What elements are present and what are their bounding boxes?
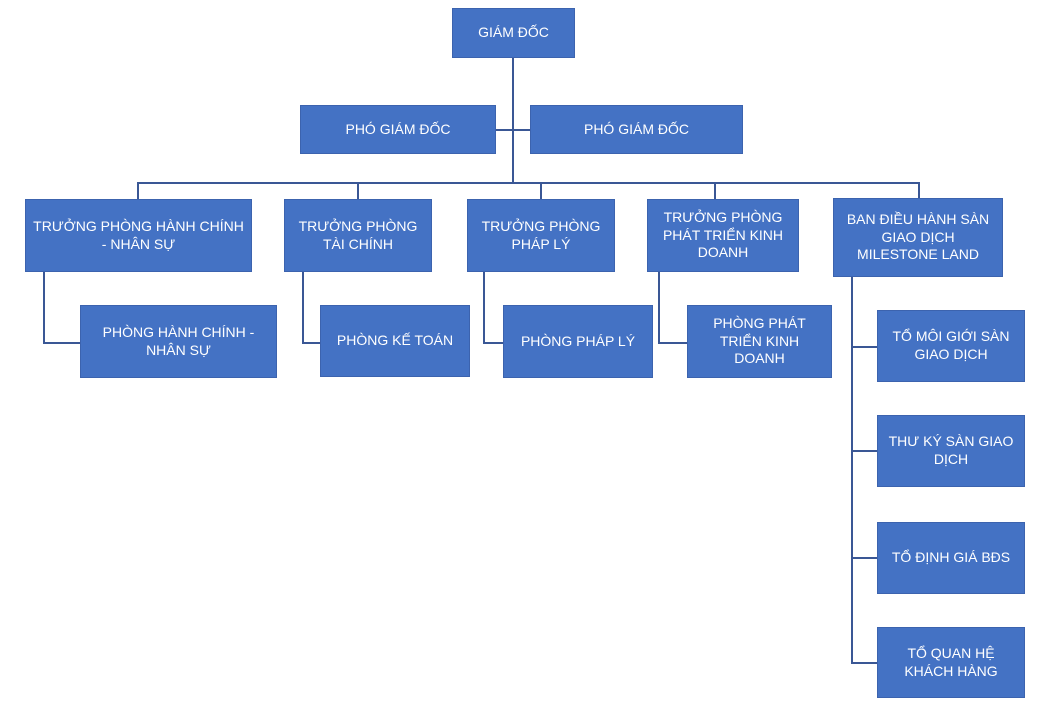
elbow-h-team-1	[851, 346, 877, 348]
org-node-admin-hr-dept: PHÒNG HÀNH CHÍNH - NHÂN SỰ	[80, 305, 277, 378]
elbow-h-team-3	[851, 557, 877, 559]
elbow-h-team-2	[851, 450, 877, 452]
elbow-v-child-2	[302, 272, 304, 344]
org-node-head-finance: TRƯỞNG PHÒNG TÀI CHÍNH	[284, 199, 432, 272]
org-node-legal-dept: PHÒNG PHÁP LÝ	[503, 305, 653, 378]
elbow-h-child-4	[658, 342, 687, 344]
stub-dept-4	[714, 182, 716, 199]
stub-dept-1	[137, 182, 139, 199]
org-node-head-admin-hr: TRƯỞNG PHÒNG HÀNH CHÍNH - NHÂN SỰ	[25, 199, 252, 272]
spine-line-board	[851, 277, 853, 664]
org-node-deputy-director-2: PHÓ GIÁM ĐỐC	[530, 105, 743, 154]
org-node-brokerage-team: TỔ MÔI GIỚI SÀN GIAO DỊCH	[877, 310, 1025, 382]
level3-bus-line	[137, 182, 920, 184]
stub-dept-2	[357, 182, 359, 199]
elbow-h-child-2	[302, 342, 320, 344]
stub-dept-5	[918, 182, 920, 198]
org-node-accounting-dept: PHÒNG KẾ TOÁN	[320, 305, 470, 377]
trunk-line	[512, 58, 514, 184]
org-node-business-development-dept: PHÒNG PHÁT TRIỂN KINH DOANH	[687, 305, 832, 378]
org-node-head-legal: TRƯỞNG PHÒNG PHÁP LÝ	[467, 199, 615, 272]
deputy-connector-line	[496, 129, 530, 131]
elbow-v-child-4	[658, 272, 660, 344]
elbow-v-child-3	[483, 272, 485, 344]
org-node-customer-relations-team: TỔ QUAN HỆ KHÁCH HÀNG	[877, 627, 1025, 698]
org-node-trading-floor-board: BAN ĐIỀU HÀNH SÀN GIAO DỊCH MILESTONE LA…	[833, 198, 1003, 277]
elbow-h-child-1	[43, 342, 80, 344]
stub-dept-3	[540, 182, 542, 199]
org-node-deputy-director-1: PHÓ GIÁM ĐỐC	[300, 105, 496, 154]
elbow-h-child-3	[483, 342, 503, 344]
org-node-valuation-team: TỔ ĐỊNH GIÁ BĐS	[877, 522, 1025, 594]
elbow-h-team-4	[851, 662, 877, 664]
elbow-v-child-1	[43, 272, 45, 344]
org-node-floor-secretary: THƯ KÝ SÀN GIAO DỊCH	[877, 415, 1025, 487]
org-node-head-business-development: TRƯỞNG PHÒNG PHÁT TRIỂN KINH DOANH	[647, 199, 799, 272]
org-node-director: GIÁM ĐỐC	[452, 8, 575, 58]
